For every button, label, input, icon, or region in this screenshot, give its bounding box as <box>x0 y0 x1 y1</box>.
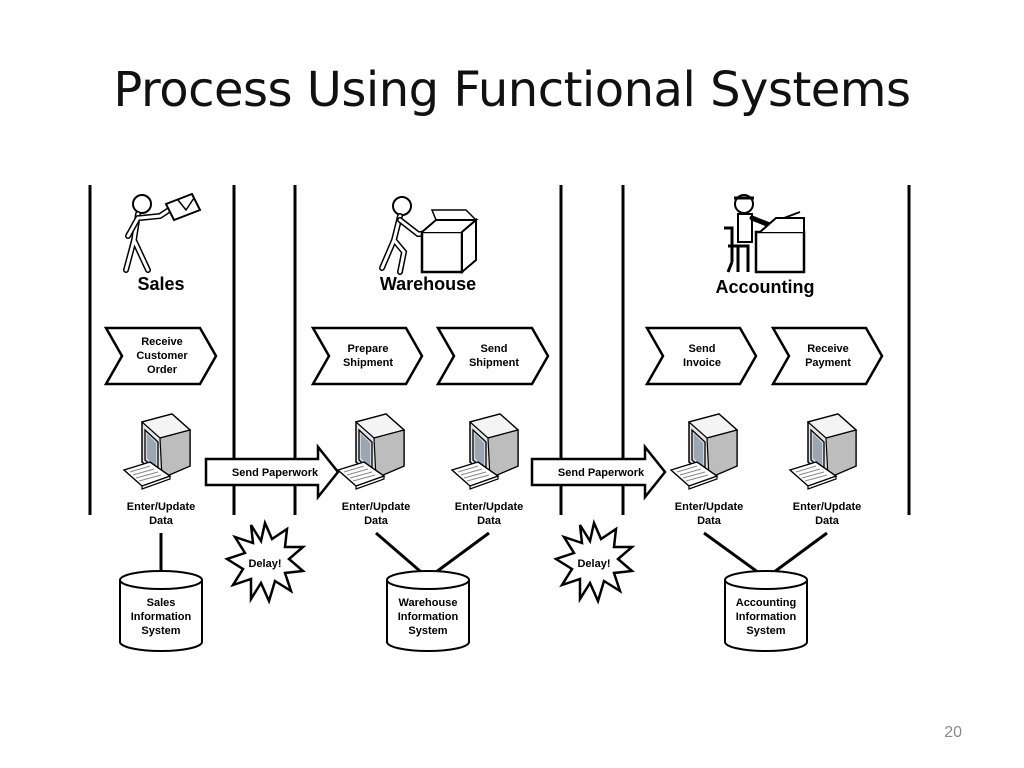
svg-text:Information: Information <box>736 611 797 623</box>
svg-text:Send: Send <box>689 343 716 355</box>
worker-at-desk-icon <box>724 194 806 274</box>
send-paperwork-arrow: Send Paperwork <box>204 443 340 501</box>
svg-text:System: System <box>141 625 180 637</box>
svg-text:Enter/Update: Enter/Update <box>793 501 861 513</box>
svg-text:Accounting: Accounting <box>736 597 797 609</box>
svg-text:Information: Information <box>398 611 459 623</box>
svg-text:Delay!: Delay! <box>248 558 281 570</box>
slide-number: 20 <box>944 724 962 741</box>
svg-text:Send: Send <box>481 343 508 355</box>
send-paperwork-arrow: Send Paperwork <box>530 443 667 501</box>
computer-icon <box>451 413 519 490</box>
computer-label: Enter/Update Data <box>675 501 743 527</box>
svg-text:Customer: Customer <box>136 350 188 362</box>
lane-label-warehouse: Warehouse <box>380 274 476 294</box>
svg-text:Shipment: Shipment <box>343 357 393 369</box>
svg-text:Delay!: Delay! <box>577 558 610 570</box>
computer-icon <box>337 413 405 490</box>
svg-text:Prepare: Prepare <box>348 343 389 355</box>
svg-text:Receive: Receive <box>807 343 849 355</box>
svg-text:Enter/Update: Enter/Update <box>455 501 523 513</box>
svg-text:Sales: Sales <box>147 597 176 609</box>
svg-text:Order: Order <box>147 364 178 376</box>
computer-label: Enter/Update Data <box>342 501 410 527</box>
worker-lifting-box-icon <box>379 196 479 275</box>
computer-icon <box>123 413 191 490</box>
svg-text:Shipment: Shipment <box>469 357 519 369</box>
step-receive-payment: Receive Payment <box>770 326 884 386</box>
computer-icon <box>670 413 738 490</box>
svg-text:Data: Data <box>149 515 174 527</box>
computer-icon <box>789 413 857 490</box>
computer-label: Enter/Update Data <box>793 501 861 527</box>
svg-text:Receive: Receive <box>141 336 183 348</box>
svg-text:Data: Data <box>364 515 389 527</box>
database-cylinder-icon <box>724 570 808 652</box>
svg-text:Enter/Update: Enter/Update <box>675 501 743 513</box>
lane-dividers <box>88 185 911 515</box>
database-warehouse-information-system: Warehouse Information System <box>386 570 470 652</box>
worker-with-letter-icon <box>123 192 202 273</box>
computer-label: Enter/Update Data <box>127 501 195 527</box>
step-send-shipment: Send Shipment <box>435 326 550 386</box>
step-receive-customer-order: Receive Customer Order <box>103 326 218 386</box>
svg-text:Enter/Update: Enter/Update <box>342 501 410 513</box>
svg-text:Enter/Update: Enter/Update <box>127 501 195 513</box>
step-prepare-shipment: Prepare Shipment <box>310 326 424 386</box>
svg-text:Data: Data <box>697 515 722 527</box>
lane-label-accounting: Accounting <box>716 277 815 297</box>
database-accounting-information-system: Accounting Information System <box>724 570 808 652</box>
database-cylinder-icon <box>119 570 203 652</box>
computer-label: Enter/Update Data <box>455 501 523 527</box>
svg-text:Information: Information <box>131 611 192 623</box>
svg-text:System: System <box>746 625 785 637</box>
svg-text:Invoice: Invoice <box>683 357 721 369</box>
step-send-invoice: Send Invoice <box>644 326 758 386</box>
svg-text:Data: Data <box>477 515 502 527</box>
svg-text:System: System <box>408 625 447 637</box>
svg-text:Send Paperwork: Send Paperwork <box>232 467 319 479</box>
svg-text:Send Paperwork: Send Paperwork <box>558 467 645 479</box>
svg-text:Payment: Payment <box>805 357 851 369</box>
delay-starburst: Delay! <box>554 521 634 603</box>
lane-label-sales: Sales <box>137 274 184 294</box>
svg-text:Warehouse: Warehouse <box>399 597 458 609</box>
delay-starburst: Delay! <box>225 521 305 603</box>
database-cylinder-icon <box>386 570 470 652</box>
slide-title: Process Using Functional Systems <box>113 62 911 118</box>
svg-text:Data: Data <box>815 515 840 527</box>
database-sales-information-system: Sales Information System <box>119 570 203 652</box>
